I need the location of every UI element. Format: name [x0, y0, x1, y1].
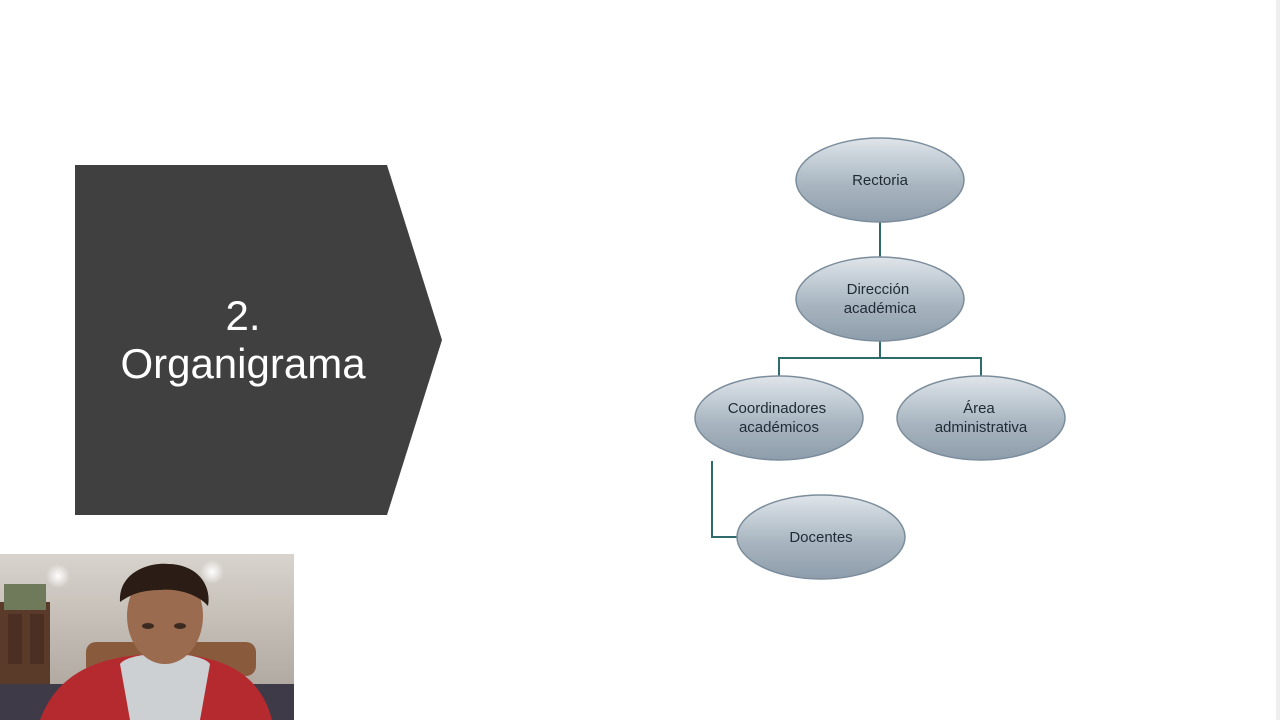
connector-coordinadores-docentes — [712, 461, 738, 537]
node-direccion-line-2: académica — [844, 300, 917, 317]
node-area-administrativa: Área administrativa — [897, 376, 1065, 460]
section-number: 2. — [225, 292, 260, 340]
presenter-video — [0, 554, 294, 720]
connector-direccion-area — [880, 358, 981, 377]
node-docentes-line-1: Docentes — [789, 529, 852, 546]
section-title-block: 2. Organigrama — [75, 165, 442, 515]
svg-text:Coordinadores académic: Coordinadores académicos — [728, 400, 831, 436]
node-rectoria: Rectoria — [796, 138, 964, 222]
slide-edge — [1276, 0, 1280, 720]
node-area-line-2: administrativa — [935, 419, 1028, 436]
node-direccion-line-1: Dirección — [847, 281, 910, 298]
node-area-line-1: Área — [963, 400, 995, 417]
node-coordinadores-line-2: académicos — [739, 419, 819, 436]
node-coordinadores-academicos: Coordinadores académicos — [695, 376, 863, 460]
svg-text:Área administrativa: Área administrativa — [935, 400, 1028, 436]
svg-text:Dirección académica: Dirección académica — [844, 281, 917, 317]
section-name: Organigrama — [120, 340, 365, 388]
svg-text:Rectoria: Rectoria — [852, 172, 909, 189]
section-title: 2. Organigrama — [75, 165, 411, 515]
node-docentes: Docentes — [737, 495, 905, 579]
node-coordinadores-line-1: Coordinadores — [728, 400, 826, 417]
connector-direccion-branch — [779, 340, 880, 377]
svg-text:Docentes: Docentes — [789, 529, 852, 546]
node-rectoria-line-1: Rectoria — [852, 172, 909, 189]
webcam-overlay — [0, 554, 294, 720]
node-direccion-academica: Dirección académica — [796, 257, 964, 341]
